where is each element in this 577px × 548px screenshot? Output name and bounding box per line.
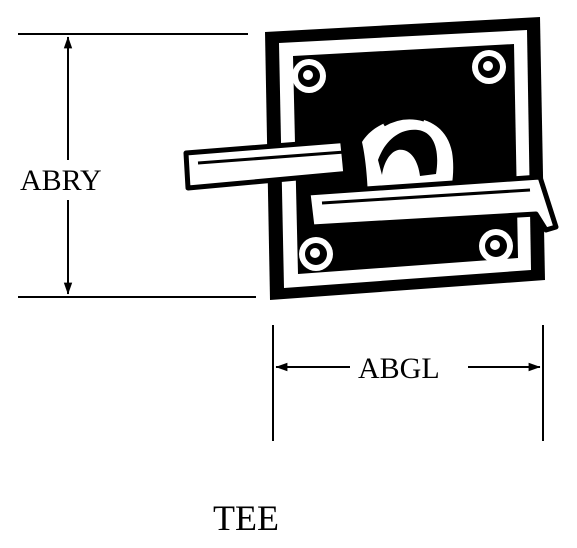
- height-dimension: ABRY: [18, 33, 256, 298]
- screw-bottom-right: [479, 229, 513, 263]
- width-label: ABGL: [358, 352, 440, 385]
- screw-bottom-left: [299, 237, 333, 271]
- height-label: ABRY: [20, 164, 102, 197]
- part-type-caption: TEE: [213, 498, 279, 538]
- screw-top-right: [472, 50, 506, 84]
- lower-lever: [305, 174, 559, 233]
- width-dimension: ABGL: [272, 325, 544, 441]
- screw-top-left: [292, 59, 326, 93]
